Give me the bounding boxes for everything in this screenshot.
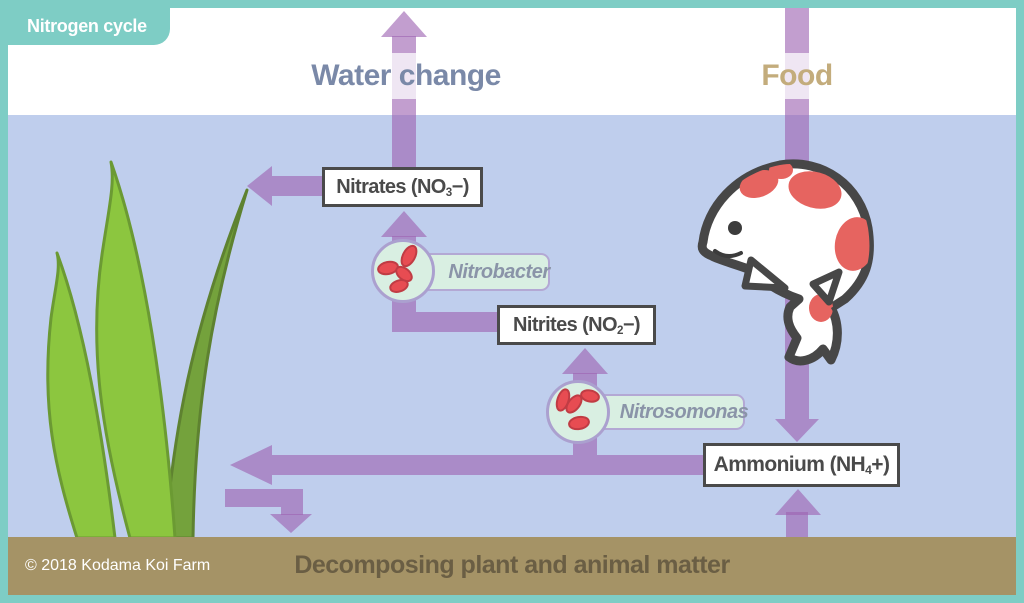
water-change-label: Water change [300,53,512,99]
nitrites-charge: −) [622,313,641,336]
diagram-title-tab: Nitrogen cycle [8,8,170,45]
decomposing-matter-label: Decomposing plant and animal matter [294,551,730,579]
bacteria-icon [546,380,610,444]
nitrates-text: Nitrates (NO [336,175,446,198]
food-label: Food [755,53,839,99]
ammonium-subscript: 4 [865,463,872,478]
nitrosomonas-pill: Nitrosomonas [593,394,749,430]
nitrites-subscript: 2 [616,323,623,337]
aquatic-plant-icon [46,160,249,538]
nitrobacter-pill: Nitrobacter [418,253,550,291]
copyright-text: © 2018 Kodama Koi Farm [25,557,211,574]
bacteria-icon [371,239,435,303]
ammonium-charge: +) [871,453,890,476]
air-band [8,8,1016,115]
soil-band [8,537,1016,595]
ammonium-text: Ammonium (NH [713,453,866,476]
nitrates-subscript: 3 [445,185,452,199]
koi-fish-icon [697,159,874,366]
nitrates-charge: −) [451,175,470,198]
nitrites-text: Nitrites (NO [513,313,618,336]
